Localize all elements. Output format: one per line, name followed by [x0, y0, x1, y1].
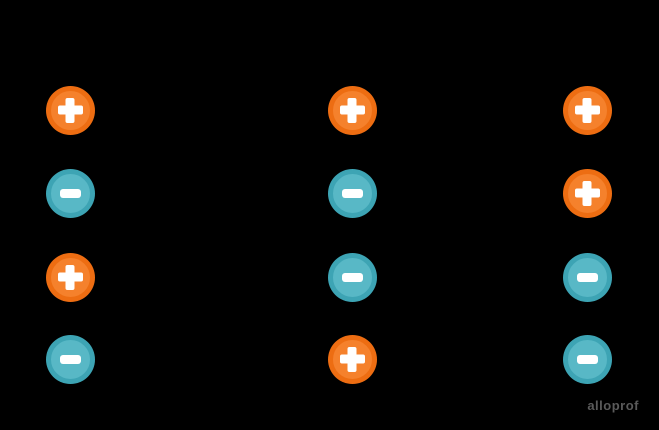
positive-charge: [563, 169, 611, 217]
plus-icon: [575, 98, 600, 123]
minus-icon: [341, 188, 363, 198]
plus-icon: [58, 265, 83, 290]
minus-icon: [576, 272, 598, 282]
plus-icon: [340, 347, 365, 372]
positive-charge: [563, 86, 611, 134]
alloprof-watermark: alloprof: [587, 398, 639, 413]
positive-charge: [328, 335, 376, 383]
plus-icon: [340, 98, 365, 123]
plus-icon: [58, 98, 83, 123]
minus-icon: [59, 354, 81, 364]
negative-charge: [328, 169, 376, 217]
positive-charge: [46, 253, 94, 301]
minus-icon: [576, 354, 598, 364]
minus-icon: [341, 272, 363, 282]
positive-charge: [46, 86, 94, 134]
negative-charge: [46, 169, 94, 217]
positive-charge: [328, 86, 376, 134]
negative-charge: [563, 253, 611, 301]
negative-charge: [46, 335, 94, 383]
negative-charge: [328, 253, 376, 301]
plus-icon: [575, 181, 600, 206]
negative-charge: [563, 335, 611, 383]
minus-icon: [59, 188, 81, 198]
